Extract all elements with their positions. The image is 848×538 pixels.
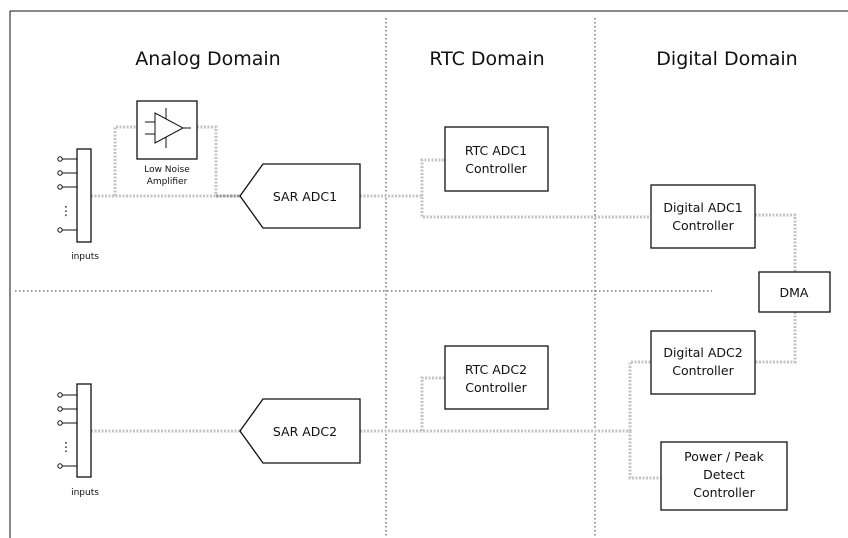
sar-adc1-label: SAR ADC1 (273, 189, 337, 204)
rtc-adc2-label-line1: RTC ADC2 (465, 362, 527, 377)
sar-adc2-label: SAR ADC2 (273, 424, 337, 439)
digital-adc2-box (650, 330, 756, 395)
input-pin-terminal (57, 156, 63, 162)
heading-analog-domain: Analog Domain (135, 48, 280, 70)
sar-adc2-block: SAR ADC2 (239, 398, 361, 464)
dma-label: DMA (780, 285, 809, 300)
low-noise-amplifier: Low Noise Amplifier (136, 100, 198, 187)
inputs-group-2: ⋮ inputs (57, 383, 99, 498)
wire-sar-adc1-to-controllers (360, 194, 651, 219)
digital-adc2-label-line1: Digital ADC2 (663, 345, 742, 360)
digital-adc1-box (650, 184, 756, 249)
wire-dma-to-digital-adc2 (755, 312, 797, 364)
rtc-adc1-controller: RTC ADC1 Controller (444, 126, 549, 192)
amplifier-box (136, 100, 198, 160)
rtc-adc2-controller: RTC ADC2 Controller (444, 345, 549, 410)
rtc-adc1-label-line2: Controller (465, 161, 527, 176)
input-pin-terminal (57, 463, 63, 469)
input-pin-terminal (57, 227, 63, 233)
wire-digital-adc1-to-dma (755, 213, 797, 272)
power-peak-box (660, 441, 788, 511)
amplifier-label-line2: Amplifier (147, 177, 188, 187)
rtc-adc1-label-line1: RTC ADC1 (465, 143, 527, 158)
heading-digital-domain: Digital Domain (656, 48, 797, 70)
power-peak-label-line2: Detect (703, 467, 745, 482)
digital-adc1-label-line1: Digital ADC1 (663, 200, 742, 215)
input-pin-terminal (57, 406, 63, 412)
wire-to-rtc-adc1 (420, 158, 445, 196)
sar-adc1-shape (239, 163, 361, 229)
sar-adc2-shape (239, 398, 361, 464)
wire-amplifier-bypass-loop (113, 125, 218, 196)
digital-adc2-controller: Digital ADC2 Controller (650, 330, 756, 395)
digital-adc1-label-line2: Controller (672, 218, 734, 233)
input-bus-bar (76, 148, 92, 243)
rtc-adc1-box (444, 126, 549, 192)
input-pin-terminal (57, 184, 63, 190)
dma-block: DMA (758, 271, 831, 313)
digital-adc2-label-line2: Controller (672, 363, 734, 378)
wire-to-power-peak (628, 431, 661, 480)
input-pin-terminal (57, 170, 63, 176)
power-peak-detect-controller: Power / Peak Detect Controller (660, 441, 788, 511)
rtc-adc2-label-line2: Controller (465, 380, 527, 395)
digital-adc1-controller: Digital ADC1 Controller (650, 184, 756, 249)
inputs-label: inputs (71, 252, 99, 262)
inputs-group-1: ⋮ inputs (57, 148, 99, 262)
input-ellipsis: ⋮ (60, 203, 73, 218)
amplifier-label-line1: Low Noise (144, 165, 190, 175)
power-peak-label-line3: Controller (693, 485, 755, 500)
rtc-adc2-box (444, 345, 549, 410)
inputs-label: inputs (71, 488, 99, 498)
input-bus-bar (76, 383, 92, 478)
dma-box (758, 271, 831, 313)
input-ellipsis: ⋮ (60, 439, 73, 454)
power-peak-label-line1: Power / Peak (684, 449, 764, 464)
input-pin-terminal (57, 420, 63, 426)
input-pin-terminal (57, 392, 63, 398)
wire-to-digital-adc2 (628, 360, 651, 431)
heading-rtc-domain: RTC Domain (429, 48, 544, 70)
amplifier-triangle-icon (154, 112, 185, 144)
wire-to-rtc-adc2 (420, 376, 445, 431)
sar-adc1-block: SAR ADC1 (239, 163, 361, 229)
